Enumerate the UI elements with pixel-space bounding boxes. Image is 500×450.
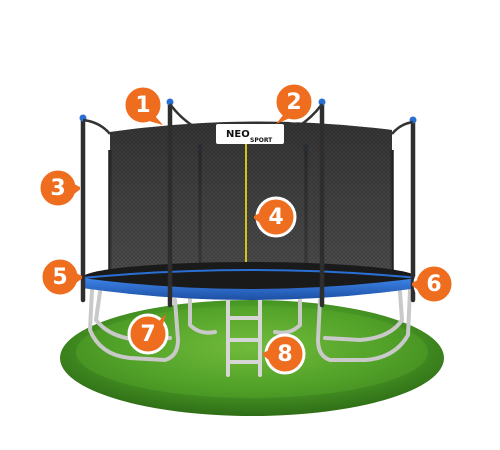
callout-badge-6: 6	[412, 262, 456, 306]
callout-number: 3	[50, 175, 66, 201]
brand-logo-panel	[216, 124, 284, 144]
callout-number: 1	[135, 92, 151, 118]
callout-badge-7: 7	[126, 312, 170, 356]
callout-number: 2	[286, 89, 302, 115]
callout-number: 4	[268, 204, 284, 230]
spring-pad	[82, 278, 418, 300]
front-poles	[80, 101, 416, 308]
callout-badge-4: 4	[254, 195, 298, 239]
callout-badge-1: 1	[121, 83, 165, 127]
brand-logo-subtext: SPORT	[250, 137, 273, 144]
ladder	[226, 294, 262, 377]
callout-badge-5: 5	[38, 255, 82, 299]
callout-badge-2: 2	[272, 80, 316, 124]
callout-badge-8: 8	[263, 332, 307, 376]
callout-number: 8	[277, 341, 293, 367]
callout-number: 6	[426, 271, 442, 297]
callout-badge-3: 3	[36, 166, 80, 210]
brand-logo-text: NEO	[226, 129, 250, 140]
jumping-mat	[82, 262, 418, 294]
callout-number: 5	[52, 264, 68, 290]
callout-number: 7	[140, 321, 156, 347]
